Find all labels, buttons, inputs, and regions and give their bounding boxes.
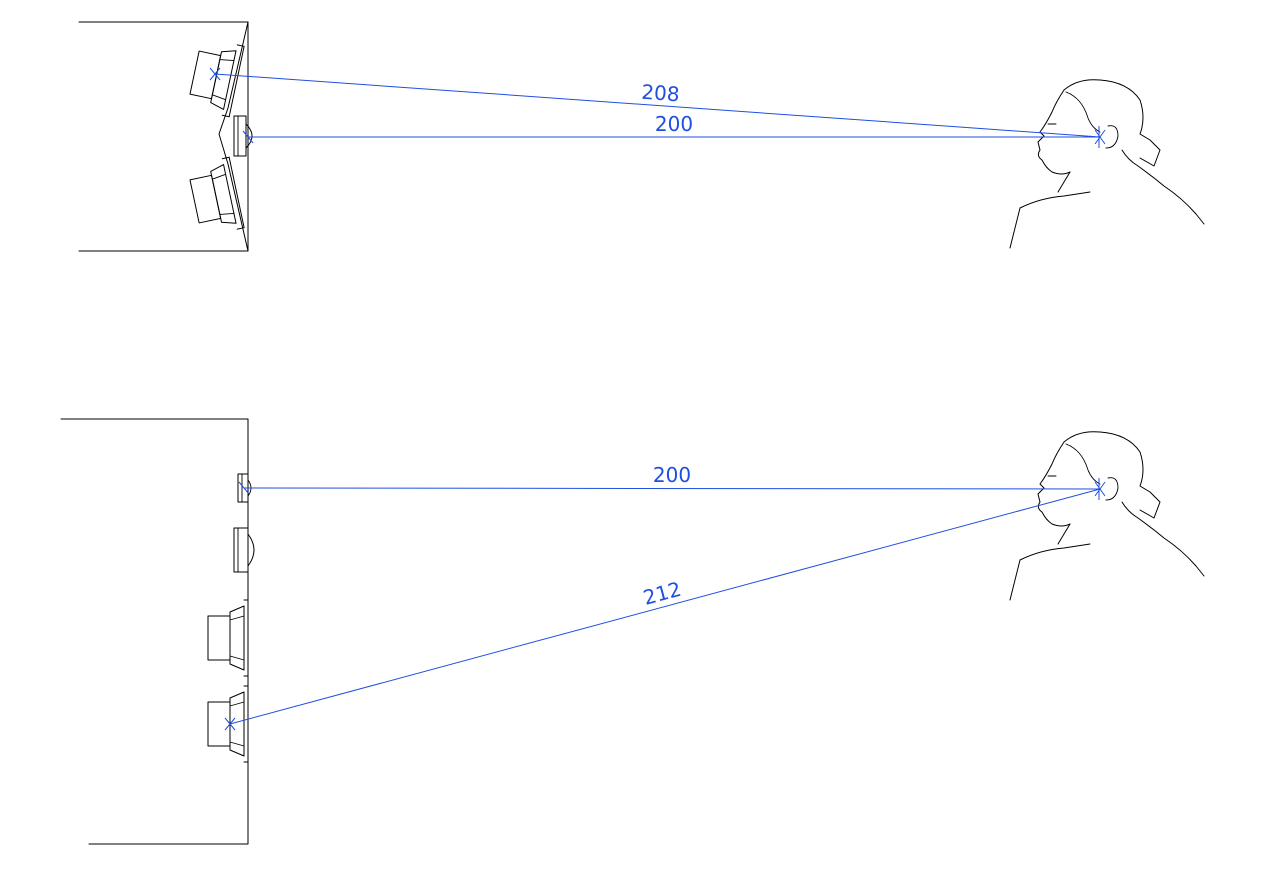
bottom-dim-200-label: 200 [653,463,691,487]
bottom-listener [1009,431,1205,601]
bottom-lower-woofer [207,685,249,763]
bottom-setup: 200 212 [60,418,1205,845]
top-dim-200-label: 200 [655,112,693,136]
top-dimensions: 208 200 [209,67,1106,148]
bottom-dimensions: 200 212 [224,463,1106,731]
bottom-dim-200-line [243,487,1101,490]
bottom-upper-woofer [207,599,249,677]
top-lower-driver [189,156,245,230]
bottom-dim-212-line [229,488,1101,725]
top-cabinet [78,21,249,252]
top-upper-driver [189,44,245,118]
top-dim-ticks [209,67,1106,148]
bottom-cabinet [60,418,249,845]
top-setup: 208 200 [78,21,1205,252]
top-dim-208-label: 208 [641,80,681,107]
top-center-driver [233,115,253,157]
bottom-dim-212-label: 212 [641,577,684,610]
top-dim-208-line [214,73,1101,138]
bottom-dim-ticks [224,478,1106,731]
bottom-midrange [233,527,255,573]
top-listener [1009,79,1205,249]
